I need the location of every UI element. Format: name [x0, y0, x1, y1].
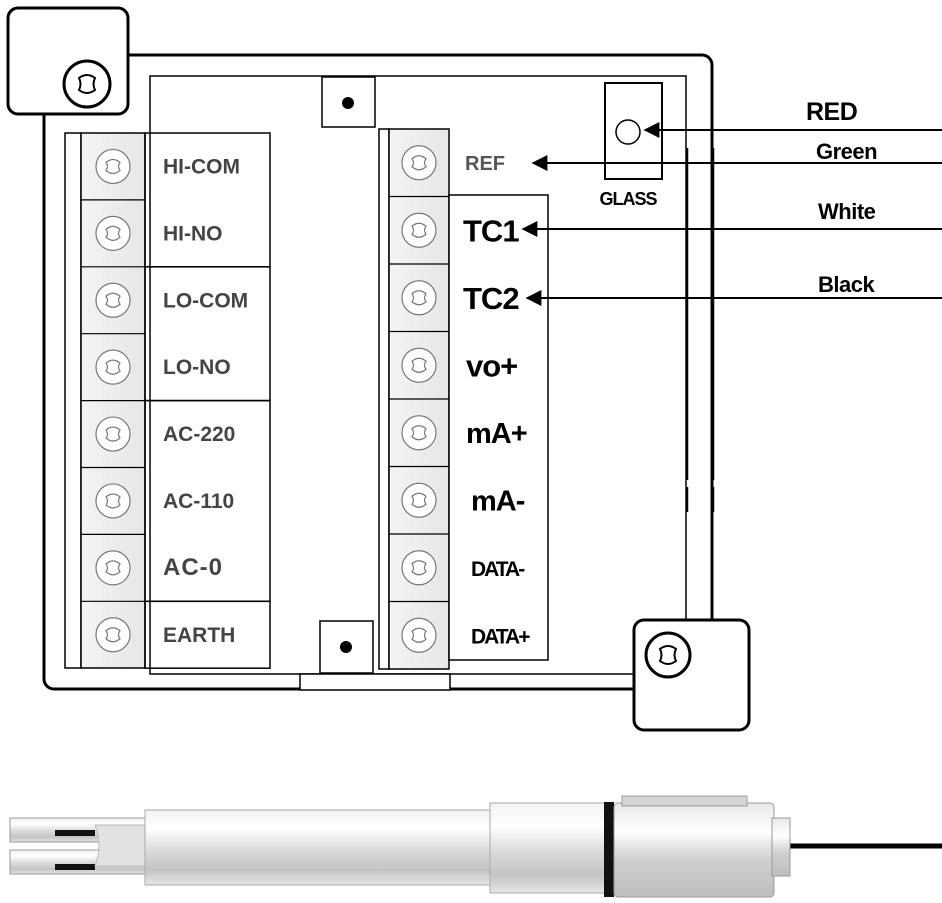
right-terminal-label: DATA- — [471, 558, 525, 581]
left-terminal-label: AC-220 — [163, 423, 235, 446]
mounting-ear-bottom-right — [632, 618, 751, 732]
screw-icon — [77, 74, 97, 94]
screw-icon — [95, 416, 131, 452]
right-terminal-label: mA+ — [466, 418, 527, 450]
mount-pin-top — [321, 76, 376, 128]
screw-icon — [95, 550, 131, 586]
left-terminals: HI-COM HI-NO LO-COM LO-NO AC-220AC-110AC-0EA… — [81, 132, 271, 669]
left-terminal-label: AC-110 — [163, 490, 234, 513]
screw-icon — [95, 483, 131, 519]
wire-label-white: White — [818, 199, 876, 224]
glass-connector: GLASS — [599, 82, 663, 209]
left-terminal-label: EARTH — [163, 624, 235, 647]
wire-label-red: RED — [806, 98, 857, 126]
right-terminal-label: TC1 — [463, 213, 519, 248]
screw-icon — [401, 550, 437, 586]
screw-icon — [401, 145, 437, 181]
right-terminal-label: vo+ — [466, 348, 517, 383]
screw-icon — [95, 349, 131, 385]
glass-label: GLASS — [599, 189, 657, 209]
left-terminal-label: HI-NO — [163, 222, 223, 245]
right-terminal-label: TC2 — [463, 281, 519, 316]
mount-pin-bottom — [319, 620, 374, 674]
screw-icon — [401, 617, 437, 653]
screw-icon — [95, 148, 131, 185]
right-terminal-label: DATA+ — [471, 625, 530, 648]
wire-group: RED Green White Black — [521, 98, 942, 306]
screw-icon — [401, 212, 437, 248]
screw-icon — [658, 645, 678, 665]
screw-icon — [401, 347, 437, 383]
screw-icon — [401, 280, 437, 316]
wire-label-black: Black — [818, 272, 875, 297]
left-terminal-label: LO-COM — [163, 289, 248, 312]
screw-icon — [95, 215, 131, 251]
right-terminal-label: REF — [465, 153, 505, 175]
wire-label-green: Green — [816, 139, 877, 164]
left-terminal-label: AC-0 — [163, 554, 223, 581]
left-terminal-label: LO-NO — [163, 356, 231, 379]
screw-icon — [95, 282, 131, 318]
glass-socket — [615, 119, 641, 145]
screw-icon — [95, 617, 131, 653]
cable-channel — [685, 148, 715, 512]
screw-icon — [401, 482, 437, 518]
left-terminal-label: HI-COM — [163, 155, 240, 178]
right-terminal-label: mA- — [471, 485, 525, 517]
screw-icon — [401, 415, 437, 451]
mounting-ear-top-left — [6, 6, 130, 116]
ph-probe-illustration — [9, 795, 942, 898]
